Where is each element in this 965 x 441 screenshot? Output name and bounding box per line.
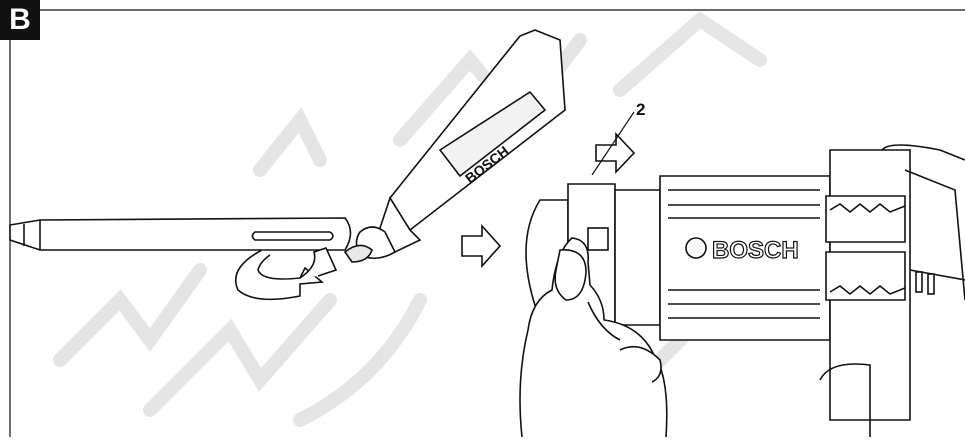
tool-body: BOSCH bbox=[525, 144, 965, 437]
callout-label: 2 bbox=[636, 100, 646, 119]
callout-leader bbox=[591, 111, 635, 176]
chisel-icon bbox=[9, 217, 352, 251]
pull-arrow-icon bbox=[595, 131, 636, 175]
panel-badge: B bbox=[0, 0, 40, 40]
hand-icon bbox=[519, 237, 668, 438]
push-arrow-icon bbox=[461, 223, 502, 269]
rotation-arrow-icon bbox=[234, 247, 338, 301]
tool-brand: BOSCH bbox=[712, 237, 799, 264]
